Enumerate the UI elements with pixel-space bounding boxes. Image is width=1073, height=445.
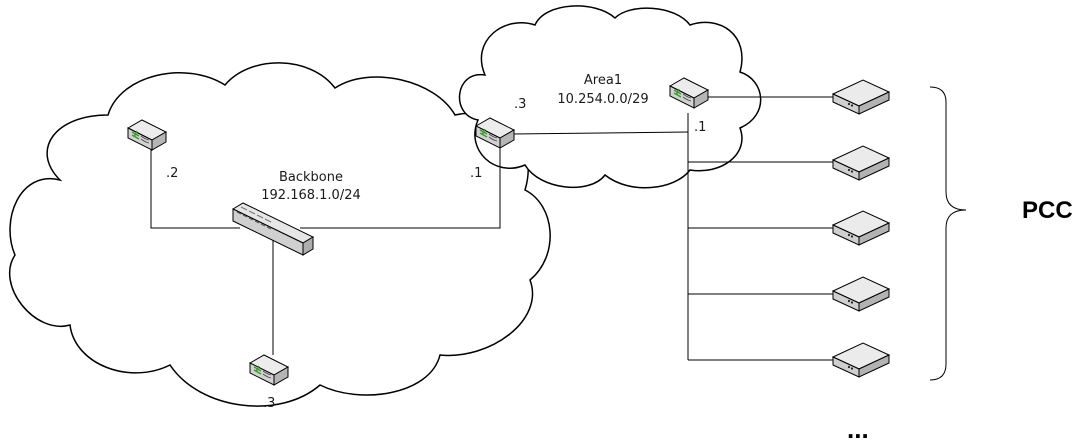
area1-name: Area1 [584, 73, 622, 88]
pcc-brace [929, 86, 967, 381]
backbone-router-right-label: .1 [470, 166, 482, 181]
pcc-device-icon [832, 276, 890, 312]
backbone-subnet: 192.168.1.0/24 [261, 188, 361, 203]
pcc-device-icon [832, 145, 890, 181]
backbone-router-bottom-label: .3 [263, 396, 275, 411]
link-backbone-right [300, 140, 501, 229]
area1-router-left-label: .3 [514, 97, 526, 112]
link-backbone-left [150, 142, 240, 229]
area1-cloud [458, 5, 762, 189]
pcc-more: ... [847, 414, 869, 444]
area1-router-right-label: .1 [694, 120, 706, 135]
backbone-router-left-label: .2 [166, 166, 178, 181]
pcc-label: PCC [1022, 197, 1073, 224]
pcc-device-icon [832, 210, 890, 246]
pcc-device-icon [832, 342, 890, 378]
area1-subnet: 10.254.0.0/29 [557, 92, 648, 107]
pcc-device-icon [832, 79, 890, 115]
backbone-name: Backbone [279, 170, 343, 185]
link-area1-internal [511, 131, 689, 135]
